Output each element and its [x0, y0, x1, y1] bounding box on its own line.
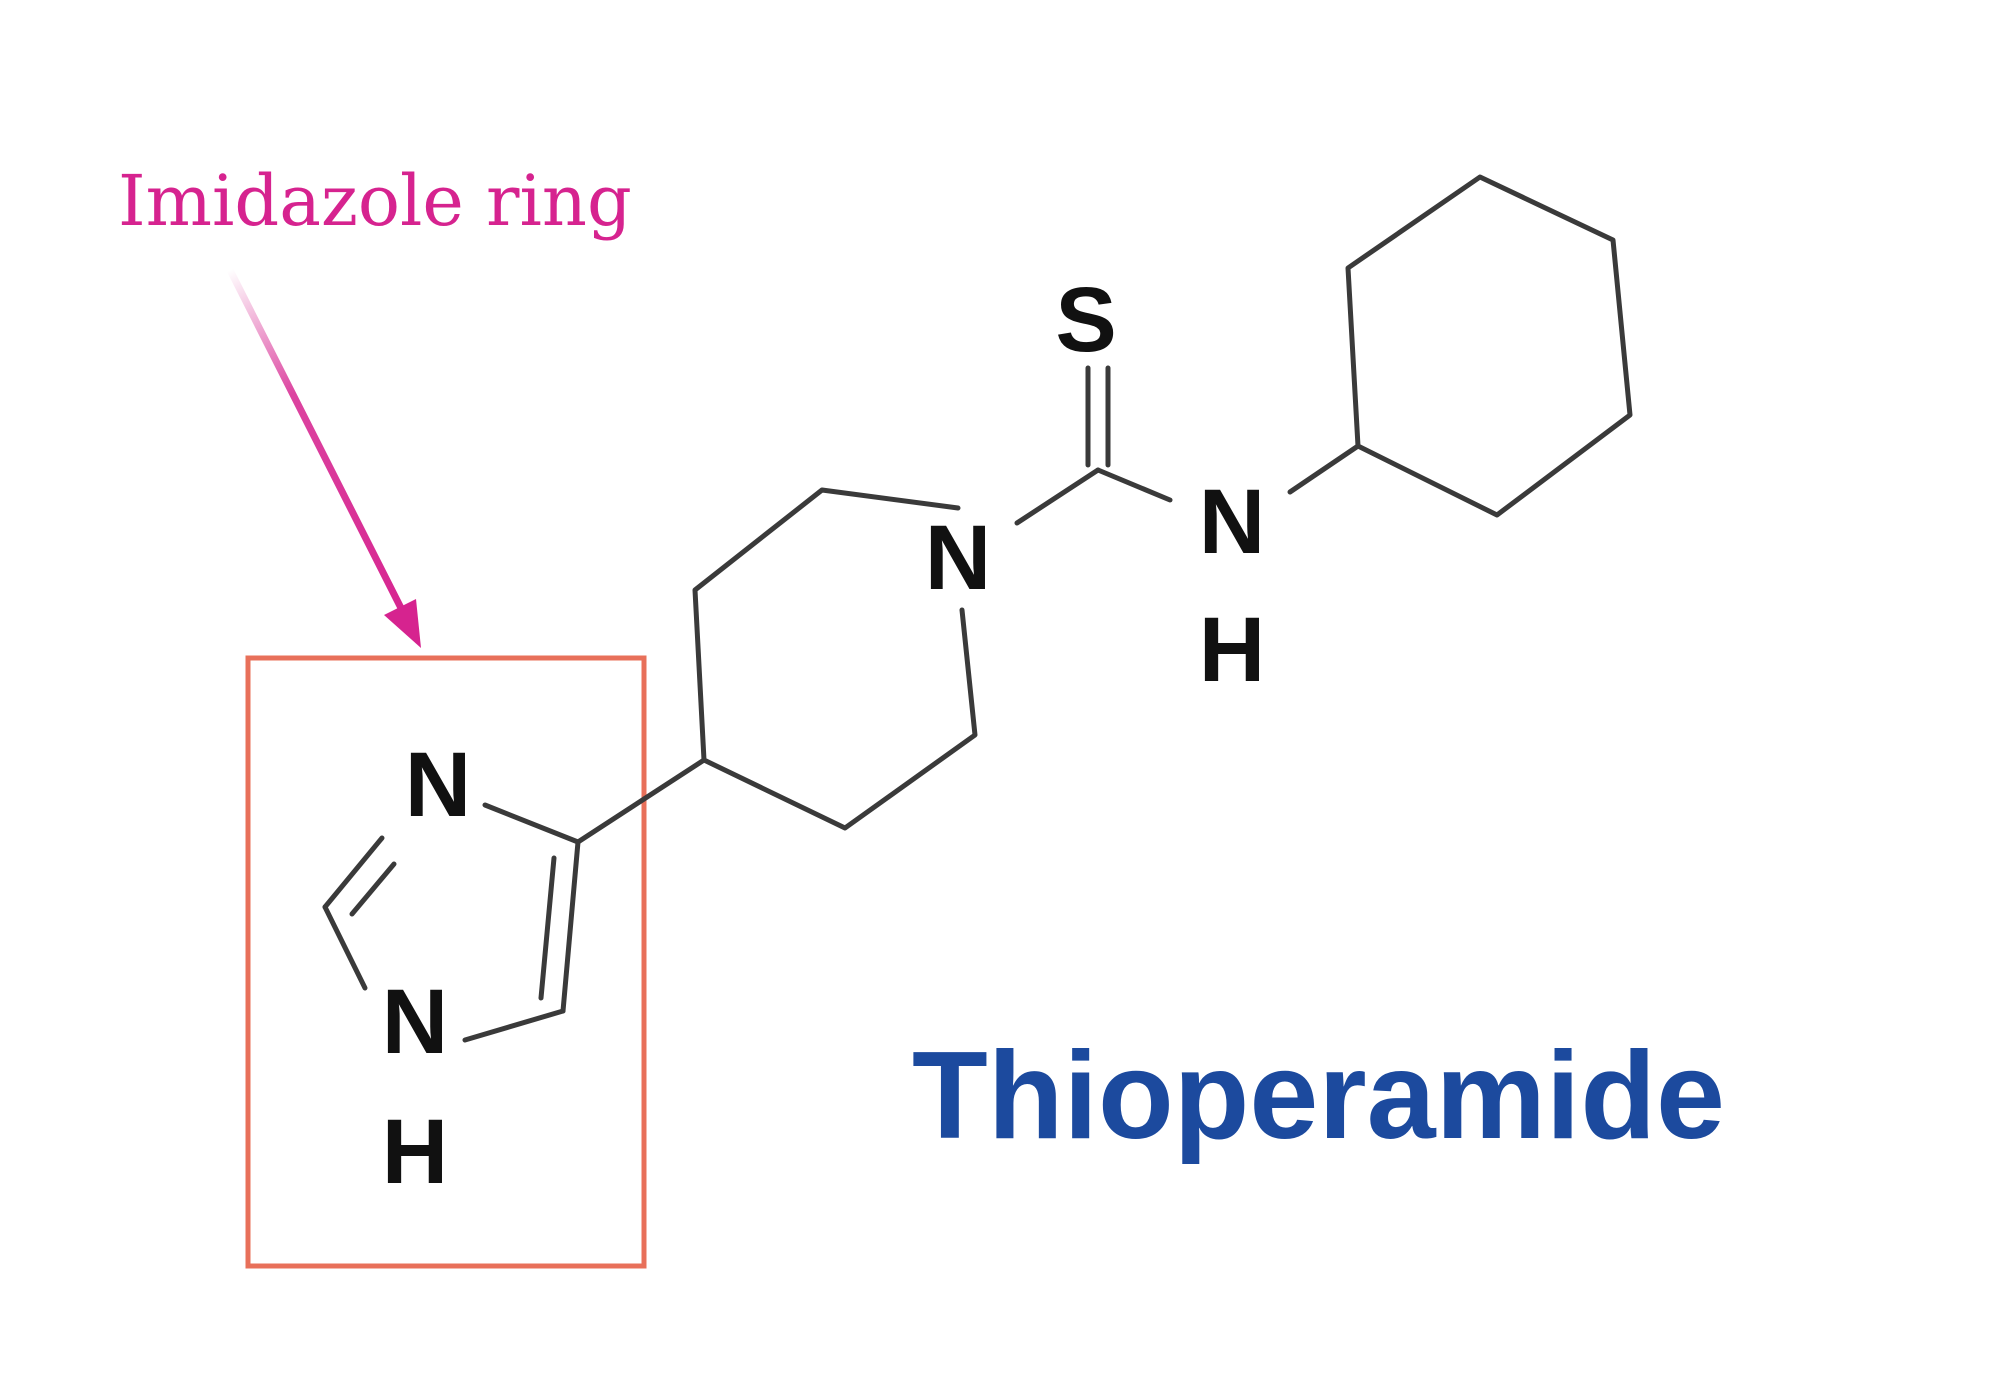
cyclohexane-ring — [1345, 174, 1633, 518]
bond-nh-cyclohexyl — [1287, 443, 1361, 495]
bond-piperidine-imidazole — [575, 757, 707, 845]
thioamide-hydrogen: H — [1199, 599, 1265, 701]
bond-c5-n1 — [462, 1008, 566, 1043]
compound-name: Thioperamide — [912, 1027, 1725, 1165]
bond-c2-n1 — [322, 904, 368, 991]
piperidine-nitrogen: N — [925, 507, 991, 609]
imidazole-highlight-box — [245, 655, 647, 1269]
bond-c4-c5 — [560, 839, 581, 1014]
imidazole-ring-label: Imidazole ring — [118, 160, 632, 242]
annotation-arrowhead — [384, 599, 421, 648]
annotation-arrow-shaft — [226, 266, 407, 616]
bond-piperidine-n-c — [1014, 467, 1101, 526]
sulfur-atom: S — [1055, 269, 1116, 371]
imidazole-n1: N — [382, 971, 448, 1073]
thioamide-nitrogen: N — [1199, 471, 1265, 573]
bond-c4-n3 — [482, 802, 581, 845]
bond-n3-c2-double — [349, 861, 397, 917]
imidazole-n1-hydrogen: H — [382, 1101, 448, 1203]
bond-n3-c2 — [322, 835, 385, 910]
imidazole-n3: N — [405, 734, 471, 836]
bond-c-nh — [1095, 467, 1173, 503]
bond-c4-c5-double — [538, 855, 557, 1001]
